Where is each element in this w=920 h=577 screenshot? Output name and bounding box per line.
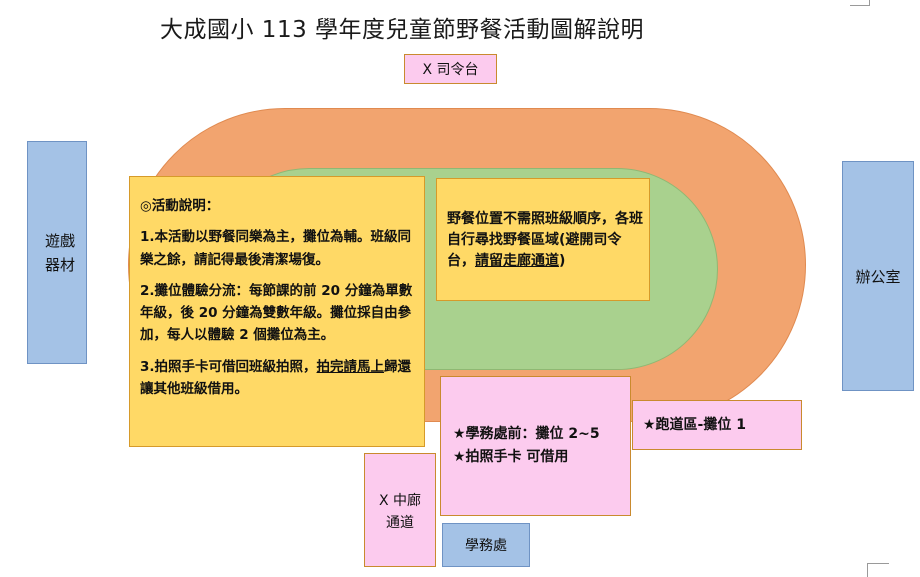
office-box: 辦公室 [842,161,914,391]
page-title: 大成國小 113 學年度兒童節野餐活動圖解說明 [160,17,645,43]
student-affairs-office-box: 學務處 [442,523,530,567]
activity-item-3: 3.拍照手卡可借回班級拍照，拍完請馬上歸還讓其他班級借用。 [140,358,412,397]
student-affairs-booth-box: ★學務處前：攤位 2~5 ★拍照手卡 可借用 [440,376,631,516]
page-corner-top-left [850,0,870,6]
booth-line-1: ★學務處前：攤位 2~5 [453,426,600,442]
activity-description-box: ◎活動說明： 1.本活動以野餐同樂為主，攤位為輔。班級同樂之餘，請記得最後清潔場… [129,176,425,447]
activity-heading: ◎活動說明： [140,198,220,214]
corridor-line1: X 中廊 [378,492,422,509]
corridor-line2: 通道 [385,515,414,531]
command-stage-box: X 司令台 [404,54,497,84]
activity-item-2: 2.攤位體驗分流：每節課的前 20 分鐘為單數年級，後 20 分鐘為雙數年級。攤… [140,282,413,344]
booth-line-2: ★拍照手卡 可借用 [453,449,569,466]
picnic-note-box: 野餐位置不需照班級順序，各班自行尋找野餐區域(避開司令台，請留走廊通道) [436,178,650,301]
playground-equipment-box: 遊戲器材 [27,141,87,364]
playground-label-line1: 遊戲 [44,231,75,250]
middle-corridor-box: X 中廊通道 [364,453,436,567]
activity-item-1: 1.本活動以野餐同樂為主，攤位為輔。班級同樂之餘，請記得最後清潔場復。 [140,229,412,268]
playground-label-line2: 器材 [44,255,75,274]
page-corner-bottom-left [867,563,889,577]
running-track-booth-box: ★跑道區-攤位 1 [632,400,802,450]
